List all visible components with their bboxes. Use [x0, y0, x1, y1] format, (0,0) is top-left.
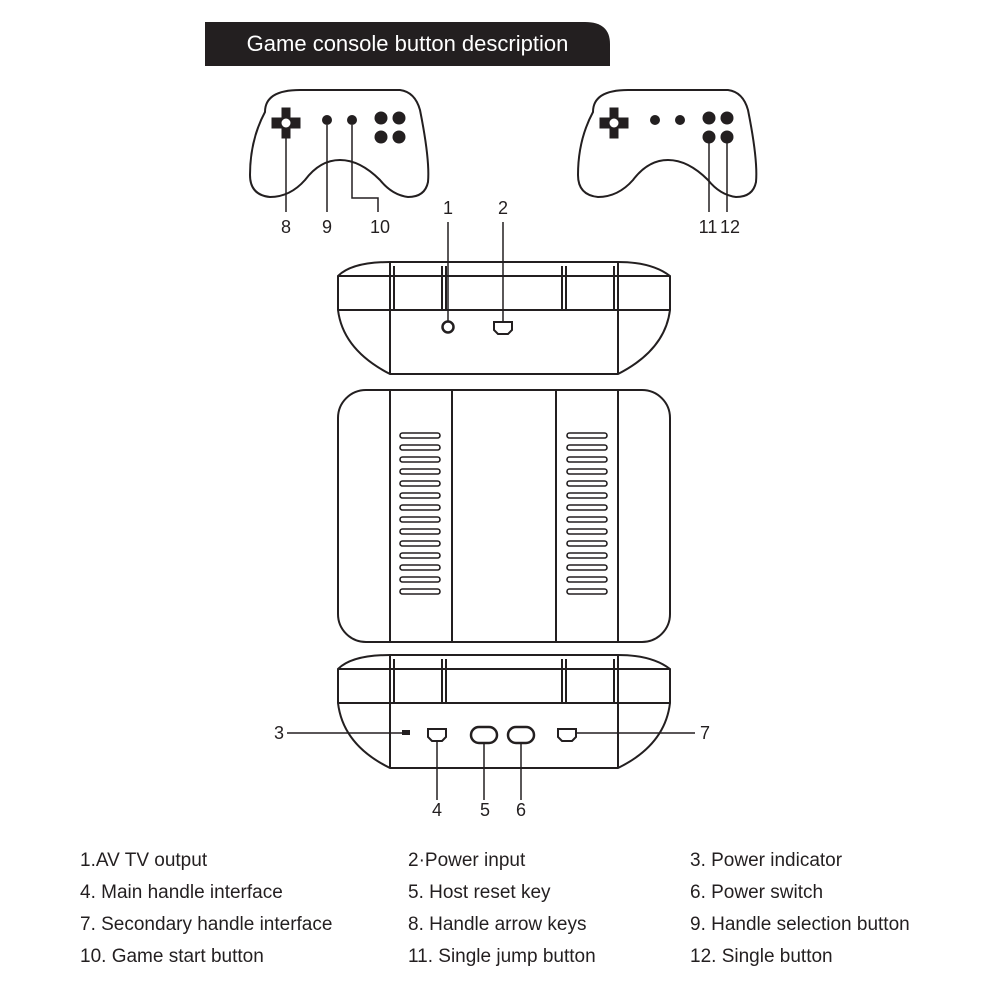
- dpad-icon: [599, 107, 629, 139]
- callout-3: 3: [274, 723, 284, 743]
- callout-5: 5: [480, 800, 490, 820]
- legend-item: 1.AV TV output: [80, 850, 208, 871]
- callout-8: 8: [281, 217, 291, 237]
- callout-1: 1: [443, 198, 453, 218]
- legend-item: 6. Power switch: [690, 882, 824, 903]
- power-indicator-led: [402, 730, 410, 735]
- controller-right: [576, 89, 758, 199]
- secondary-handle-port: [557, 728, 577, 742]
- legend-item: 4. Main handle interface: [80, 882, 283, 903]
- controller-left: [248, 89, 430, 199]
- av-output-port: [441, 320, 455, 334]
- legend-item: 9. Handle selection button: [690, 914, 910, 935]
- legend-item: 2·Power input: [408, 850, 526, 871]
- legend-item: 5. Host reset key: [408, 882, 551, 903]
- console-body: [337, 389, 671, 643]
- legend-item: 8. Handle arrow keys: [408, 914, 587, 935]
- select-button-left: [322, 115, 332, 125]
- callout-6: 6: [516, 800, 526, 820]
- start-button-right: [675, 115, 685, 125]
- reset-key: [469, 725, 499, 745]
- main-handle-port: [427, 728, 447, 742]
- face-buttons-right: [702, 111, 734, 144]
- legend-item: 12. Single button: [690, 946, 833, 967]
- callout-4: 4: [432, 800, 442, 820]
- legend-item: 10. Game start button: [80, 946, 264, 967]
- legend-item: 7. Secondary handle interface: [80, 914, 333, 935]
- title-banner: Game console button description: [205, 22, 610, 66]
- select-button-right: [650, 115, 660, 125]
- callout-2: 2: [498, 198, 508, 218]
- vent-slots-left: [399, 432, 441, 595]
- page-title: Game console button description: [246, 31, 569, 56]
- leader-10: [351, 125, 379, 212]
- legend-item: 3. Power indicator: [690, 850, 843, 871]
- face-buttons-left: [374, 111, 406, 144]
- power-switch: [506, 725, 536, 745]
- callout-9: 9: [322, 217, 332, 237]
- power-input-port: [493, 321, 513, 335]
- dpad-icon: [271, 107, 301, 139]
- callout-12: 12: [720, 217, 740, 237]
- start-button-left: [347, 115, 357, 125]
- legend-item: 11. Single jump button: [408, 946, 596, 967]
- vent-slots-right: [566, 432, 608, 595]
- callout-7: 7: [700, 723, 710, 743]
- console-front-module: [337, 654, 671, 769]
- console-top-module: [337, 261, 671, 375]
- callout-11: 11: [699, 217, 718, 237]
- callout-10: 10: [370, 217, 390, 237]
